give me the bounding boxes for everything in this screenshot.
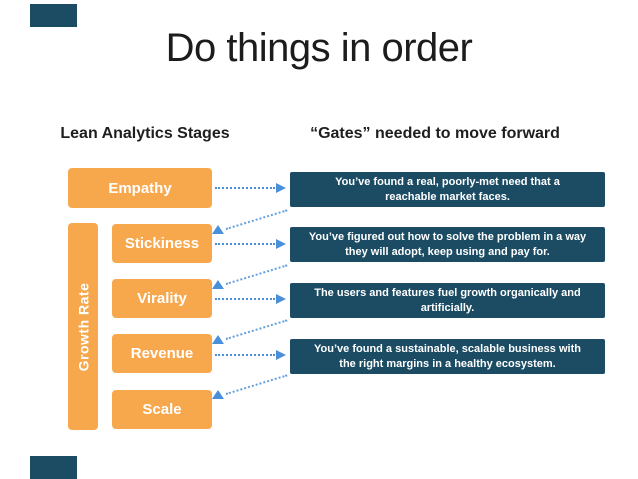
gate-text-empathy: You’ve found a real, poorly-met need tha… — [335, 175, 560, 203]
gate-text-revenue: You’ve found a sustainable, scalable bus… — [314, 342, 581, 370]
corner-tab-bottom-left — [30, 456, 77, 479]
gate-box-stickiness: You’ve figured out how to solve the prob… — [290, 227, 605, 262]
arrow-up-icon-stickiness — [212, 225, 224, 234]
dotted-connector-stickiness — [215, 243, 275, 245]
arrow-up-icon-virality — [212, 280, 224, 289]
stage-box-stickiness: Stickiness — [112, 224, 212, 263]
gate-text-stickiness: You’ve figured out how to solve the prob… — [308, 230, 587, 258]
stage-label-revenue: Revenue — [130, 345, 194, 362]
arrow-right-icon-empathy — [276, 183, 286, 193]
growth-rate-label: Growth Rate — [75, 282, 92, 371]
arrow-up-icon-revenue — [212, 335, 224, 344]
gate-box-empathy: You’ve found a real, poorly-met need tha… — [290, 172, 605, 207]
dotted-diagonal-to-scale — [225, 374, 288, 395]
corner-tab-top-left — [30, 4, 77, 27]
column-header-gates: “Gates” needed to move forward — [310, 125, 560, 142]
dotted-connector-virality — [215, 298, 275, 300]
dotted-connector-empathy — [215, 187, 275, 189]
gate-box-revenue: You’ve found a sustainable, scalable bus… — [290, 339, 605, 374]
gate-box-virality: The users and features fuel growth organ… — [290, 283, 605, 318]
stage-label-virality: Virality — [137, 290, 187, 307]
stage-box-empathy: Empathy — [68, 168, 212, 208]
stage-label-scale: Scale — [142, 401, 182, 418]
gate-text-virality: The users and features fuel growth organ… — [314, 286, 581, 314]
stage-label-stickiness: Stickiness — [124, 235, 200, 252]
stage-box-scale: Scale — [112, 390, 212, 429]
growth-rate-bar: Growth Rate — [68, 223, 98, 430]
dotted-connector-revenue — [215, 354, 275, 356]
dotted-diagonal-to-revenue — [225, 319, 288, 340]
dotted-diagonal-to-virality — [225, 264, 288, 285]
arrow-up-icon-scale — [212, 390, 224, 399]
stage-box-virality: Virality — [112, 279, 212, 318]
arrow-right-icon-stickiness — [276, 239, 286, 249]
dotted-diagonal-to-stickiness — [225, 209, 288, 230]
column-header-stages: Lean Analytics Stages — [60, 125, 230, 142]
stage-box-revenue: Revenue — [112, 334, 212, 373]
arrow-right-icon-virality — [276, 294, 286, 304]
arrow-right-icon-revenue — [276, 350, 286, 360]
stage-label-empathy: Empathy — [108, 179, 172, 197]
slide-title: Do things in order — [165, 26, 473, 70]
